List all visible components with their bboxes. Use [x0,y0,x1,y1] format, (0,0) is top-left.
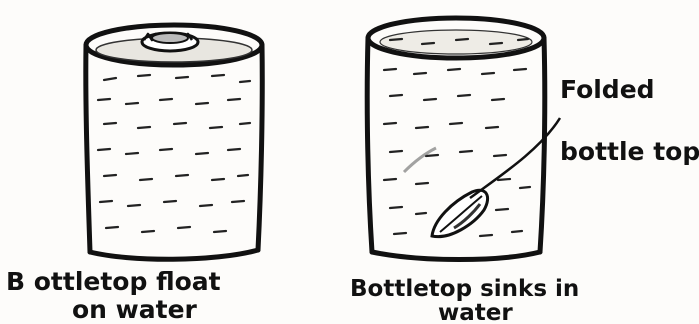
left-caption-line1: B ottletop float [6,267,221,296]
left-container [86,25,262,259]
folded-label-line1: Folded [560,75,655,104]
smudge-mark [404,148,436,172]
sunken-bottletop [432,190,488,236]
right-container [367,18,560,260]
floating-bottletop [142,33,198,51]
right-caption-line1: Bottletop sinks in [350,276,579,302]
left-water-dashes [98,75,250,232]
folded-label-line2: bottle top [560,137,699,166]
right-caption-line2: water [438,300,513,324]
left-caption-line2: on water [72,295,198,324]
